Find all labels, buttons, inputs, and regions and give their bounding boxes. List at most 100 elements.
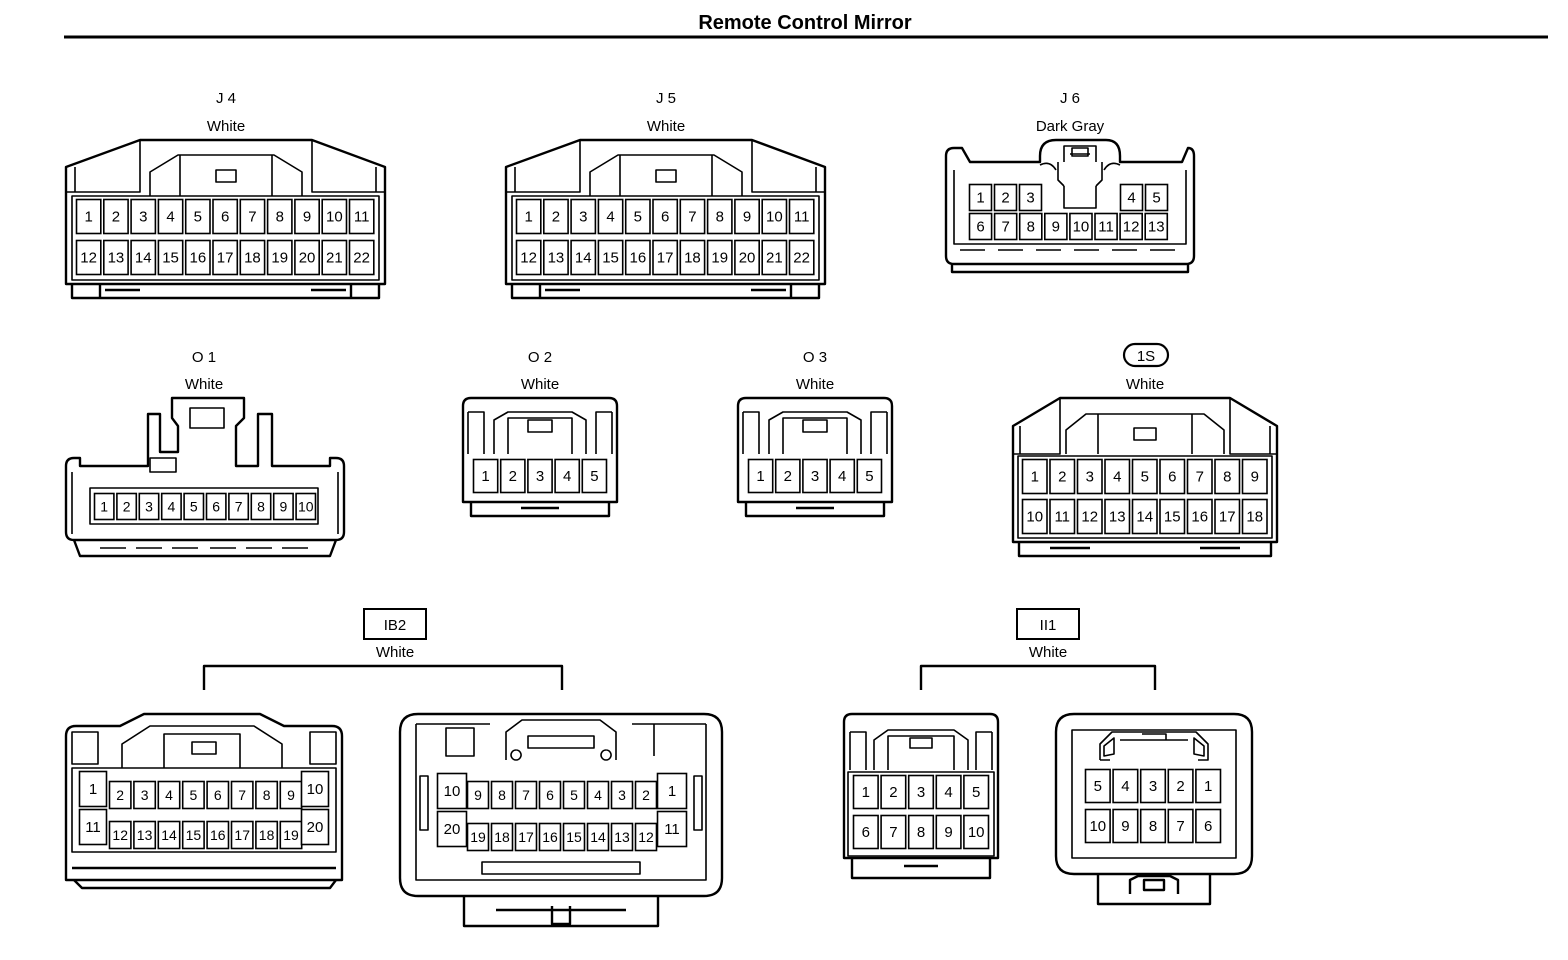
pin-cell [294, 239, 320, 276]
pin-cell [184, 198, 211, 235]
pin-number: 2 [116, 787, 124, 803]
pin-number: 3 [811, 468, 819, 485]
pin-number: 9 [1052, 219, 1060, 236]
pin-number: 5 [972, 784, 980, 801]
pair-bracket [919, 664, 1157, 690]
pin-cell [1159, 498, 1186, 535]
pin-cell [108, 820, 132, 850]
pin-cell [266, 198, 293, 235]
pin-number: 20 [299, 250, 316, 267]
pin-cell [1144, 183, 1169, 212]
connector-latch [742, 411, 888, 454]
pin-number: 5 [1094, 778, 1102, 795]
pin-cell [774, 458, 801, 494]
pin-left: 111 [78, 770, 108, 846]
pin-cell [212, 239, 239, 276]
pin-cell [78, 770, 108, 808]
pin-number: 20 [444, 821, 461, 838]
connector-code-badge [1122, 342, 1170, 368]
pin-cell [466, 780, 490, 810]
pin-number: 1 [100, 499, 108, 515]
pin-number: 18 [259, 827, 275, 843]
pin-cell [734, 198, 761, 235]
pin-cell [538, 822, 562, 852]
pin-number: 9 [303, 209, 311, 226]
connector-housing [64, 712, 344, 882]
pin-number: 15 [566, 829, 582, 845]
pin-cell [1084, 768, 1111, 804]
pin-cell [1112, 808, 1139, 844]
pin-number: 4 [594, 787, 602, 803]
pin-number: 1 [668, 783, 676, 800]
pin-number: 9 [474, 787, 482, 803]
pin-number: 3 [139, 209, 147, 226]
pin-cell [634, 780, 658, 810]
pin-number: 13 [137, 827, 153, 843]
pin-cell [1049, 458, 1076, 495]
pin-number: 16 [210, 827, 226, 843]
pin-number: 5 [634, 209, 642, 226]
connector-base [469, 502, 611, 518]
pin-cell [856, 458, 883, 494]
pin-number: 11 [354, 209, 370, 226]
connector-latch [71, 407, 339, 534]
pin-cell [130, 198, 157, 235]
pin-number: 4 [165, 787, 173, 803]
pin-number: 4 [1113, 469, 1121, 486]
pin-number: 3 [618, 787, 626, 803]
pin-cell [266, 239, 293, 276]
connector-code: O 2 [528, 349, 552, 366]
pin-cell [1195, 768, 1222, 804]
pin-number: 7 [238, 787, 246, 803]
pin-number: 17 [1219, 509, 1236, 526]
pin-number: 16 [542, 829, 558, 845]
pin-cell [788, 239, 815, 276]
pin-cell [300, 770, 330, 808]
pin-number: 6 [661, 209, 669, 226]
pin-cell [472, 458, 499, 494]
connector-code: IB2 [384, 617, 407, 634]
pin-number: 15 [1164, 509, 1181, 526]
pin-number: 8 [917, 824, 925, 841]
connector-housing [1054, 712, 1254, 876]
pin-number: 8 [263, 787, 271, 803]
pin-cell [597, 198, 624, 235]
pin-cell [679, 198, 706, 235]
pin-number: 11 [1098, 219, 1114, 236]
pin-cell [255, 820, 279, 850]
pin-cell [610, 780, 634, 810]
pin-area [71, 767, 337, 853]
pin-number: 16 [190, 250, 207, 267]
pin-number: 4 [166, 209, 174, 226]
pin-number: 8 [1027, 219, 1035, 236]
pin-cell [761, 198, 788, 235]
pin-number: 2 [1001, 190, 1009, 207]
pin-cell [514, 822, 538, 852]
pin-number: 13 [1148, 219, 1165, 236]
connector-inner [1071, 729, 1237, 859]
pin-number: 1 [1031, 469, 1039, 486]
connector-latch [445, 719, 655, 761]
pin-number: 6 [546, 787, 554, 803]
connector-color: White [1126, 376, 1164, 393]
pin-cell [624, 198, 651, 235]
pin-cell [1049, 498, 1076, 535]
pin-number: 14 [1136, 509, 1153, 526]
pin-number: 9 [1121, 818, 1129, 835]
pin-number: 6 [976, 219, 984, 236]
pin-cell [610, 822, 634, 852]
pin-cell [239, 239, 266, 276]
pin-cell [75, 239, 102, 276]
pin-number: 3 [1149, 778, 1157, 795]
pin-cell [1069, 212, 1093, 241]
connector-code-box [363, 608, 427, 640]
pin-number: 21 [326, 250, 343, 267]
connector-base [1096, 874, 1212, 906]
pin-number: 7 [235, 499, 243, 515]
pin-number: 12 [80, 250, 97, 267]
